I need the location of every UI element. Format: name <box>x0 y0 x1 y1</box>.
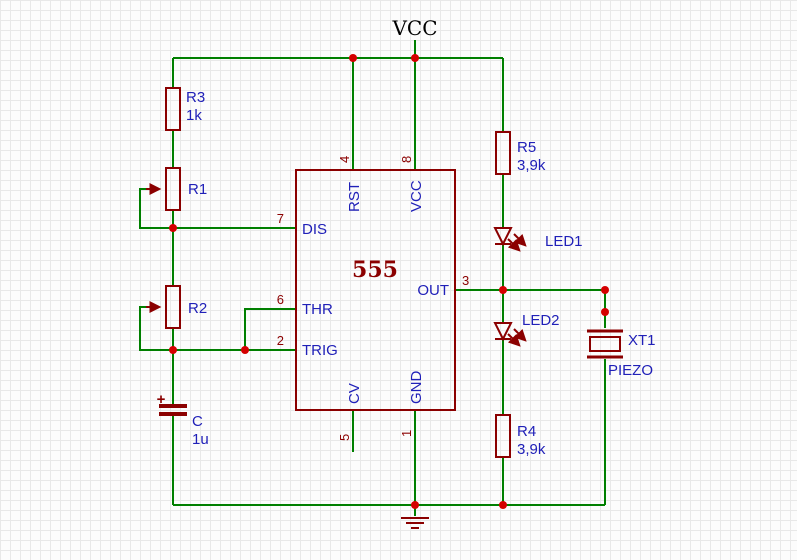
junction-dot <box>499 501 507 509</box>
junction-dots <box>169 54 609 509</box>
pin-name-rst: RST <box>346 182 363 212</box>
component-led2[interactable]: LED2 <box>493 312 560 347</box>
component-r5[interactable]: R5 3,9k <box>495 131 546 175</box>
wire-thr[interactable] <box>244 308 296 350</box>
pin-number-4: 4 <box>337 156 352 163</box>
wire-r1-wiper[interactable] <box>139 188 173 229</box>
ic-body <box>295 169 456 411</box>
xt1-ref-label: XT1 <box>628 332 656 349</box>
pin-name-gnd: GND <box>408 371 425 405</box>
pin-name-dis: DIS <box>302 221 327 238</box>
ground-icon <box>401 517 429 529</box>
led-emission-arrow-icon <box>513 233 527 247</box>
resistor-body <box>495 414 511 458</box>
led1-ref-label: LED1 <box>545 233 583 250</box>
pin-number-3: 3 <box>462 273 469 288</box>
pin-number-7: 7 <box>277 211 284 226</box>
led2-ref-label: LED2 <box>522 312 560 329</box>
component-r3[interactable]: R3 1k <box>165 87 205 131</box>
pin-number-6: 6 <box>277 292 284 307</box>
junction-dot <box>411 501 419 509</box>
junction-dot <box>499 286 507 294</box>
junction-dot <box>601 286 609 294</box>
pin-name-trig: TRIG <box>302 342 338 359</box>
component-r2[interactable]: R2 <box>146 285 207 329</box>
component-c[interactable]: + C 1u <box>157 391 209 448</box>
pin-name-cv: CV <box>346 383 363 404</box>
junction-dot <box>601 308 609 316</box>
r2-ref-label: R2 <box>188 300 207 317</box>
polarity-plus-icon: + <box>157 391 166 408</box>
piezo-body <box>589 336 621 352</box>
resistor-body <box>495 131 511 175</box>
c-ref-label: C <box>192 413 203 430</box>
pin-name-vcc: VCC <box>408 180 425 212</box>
pin-name-out: OUT <box>417 282 449 299</box>
led-emission-arrow-icon <box>507 238 521 252</box>
component-ic555[interactable]: 555 RST VCC CV GND DIS THR TRIG OUT 4 8 … <box>277 156 469 441</box>
r5-ref-label: R5 <box>517 139 536 156</box>
r3-ref-label: R3 <box>186 89 205 106</box>
component-r1[interactable]: R1 <box>146 167 207 211</box>
led-emission-arrow-icon <box>507 333 521 347</box>
c-value-label: 1u <box>192 431 209 448</box>
vcc-supply-symbol[interactable]: VCC <box>391 16 437 40</box>
junction-dot <box>411 54 419 62</box>
pin-number-2: 2 <box>277 333 284 348</box>
resistor-body <box>165 167 181 211</box>
resistor-body <box>165 285 181 329</box>
wire-r2-wiper[interactable] <box>139 306 173 351</box>
pin-number-5: 5 <box>337 434 352 441</box>
led-triangle-icon <box>493 227 513 247</box>
led-triangle-icon <box>493 322 513 342</box>
xt1-value-label: PIEZO <box>608 362 653 379</box>
led-emission-arrow-icon <box>513 328 527 342</box>
r3-value-label: 1k <box>186 107 202 124</box>
component-r4[interactable]: R4 3,9k <box>495 414 546 458</box>
wire-nets[interactable] <box>139 40 606 516</box>
pin-number-1: 1 <box>399 430 414 437</box>
vcc-net-label: VCC <box>391 16 437 40</box>
junction-dot <box>169 224 177 232</box>
component-led1[interactable]: LED1 <box>493 227 583 252</box>
component-xt1[interactable]: XT1 PIEZO <box>587 329 656 379</box>
junction-dot <box>349 54 357 62</box>
wire-vcc-rail[interactable] <box>173 40 503 59</box>
junction-dot <box>241 346 249 354</box>
ic-value-label: 555 <box>352 257 398 283</box>
r4-ref-label: R4 <box>517 423 536 440</box>
r5-value-label: 3,9k <box>517 157 546 174</box>
pin-name-thr: THR <box>302 301 333 318</box>
pin-number-8: 8 <box>399 156 414 163</box>
r4-value-label: 3,9k <box>517 441 546 458</box>
junction-dot <box>169 346 177 354</box>
resistor-body <box>165 87 181 131</box>
r1-ref-label: R1 <box>188 181 207 198</box>
gnd-symbol[interactable] <box>401 517 429 529</box>
